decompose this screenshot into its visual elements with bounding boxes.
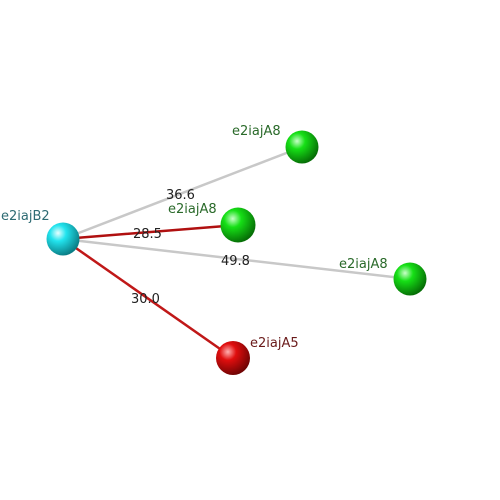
edge-b2-a5 xyxy=(61,237,235,360)
edge-label-28-5: 28.5 xyxy=(133,227,162,242)
node-label-e2iaja8-right: e2iajA8 xyxy=(339,257,388,272)
edge-b2-a8-top xyxy=(61,145,304,241)
node-label-e2iaja8-top: e2iajA8 xyxy=(232,124,281,139)
node-e2iaja8-top xyxy=(285,130,319,164)
edge-b2-a8-middle xyxy=(61,223,240,241)
node-label-e2iaja5: e2iajA5 xyxy=(250,336,299,351)
node-e2iaja8-right xyxy=(393,262,427,296)
node-e2iaja5 xyxy=(216,341,250,375)
node-label-e2iaja8-middle: e2iajA8 xyxy=(168,202,217,217)
edge-label-49-8: 49.8 xyxy=(221,254,250,269)
edge-label-36-6: 36.6 xyxy=(166,188,195,203)
edge-label-30-0: 30.0 xyxy=(131,292,160,307)
node-e2iajb2 xyxy=(46,222,80,256)
node-e2iaja8-middle xyxy=(220,207,256,243)
node-label-e2iajb2: e2iajB2 xyxy=(1,209,50,224)
edge-b2-a8-right xyxy=(61,237,412,281)
